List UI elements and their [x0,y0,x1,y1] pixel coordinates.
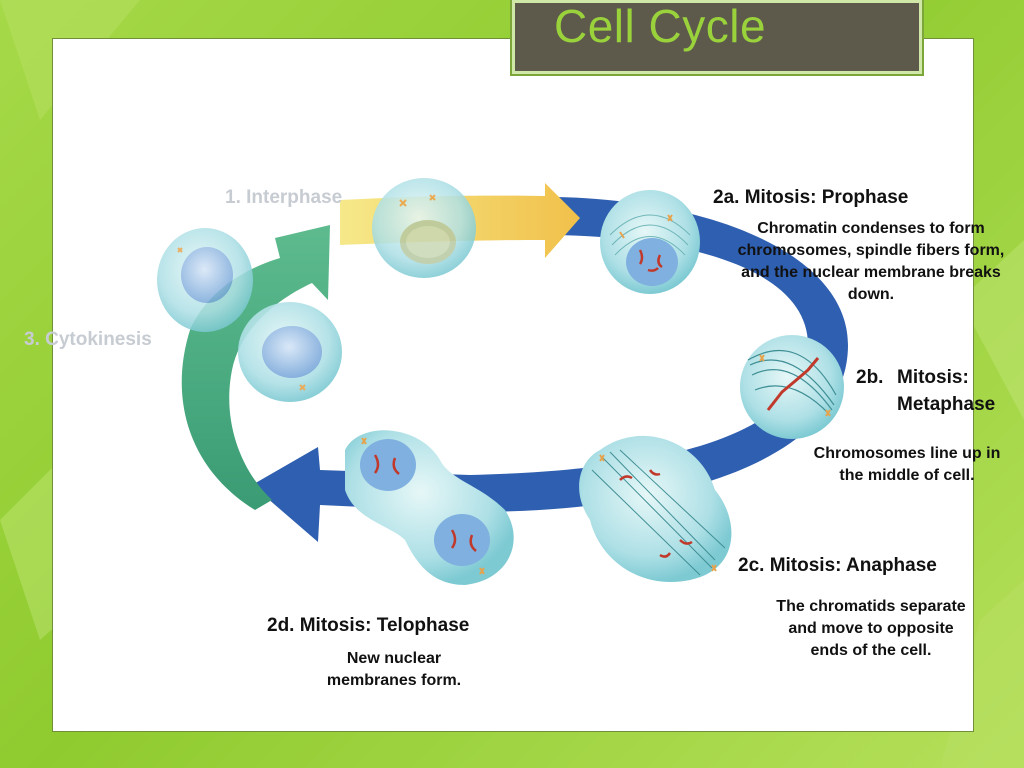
prophase-heading: 2a. Mitosis: Prophase [713,187,909,208]
metaphase-description: Chromosomes line up in the middle of cel… [813,445,1001,484]
telophase-cell [345,430,514,585]
telophase-heading: 2d. Mitosis: Telophase [267,615,470,636]
anaphase-cell [579,435,732,582]
title-box [510,0,924,76]
metaphase-heading-number: 2b. [856,367,884,388]
anaphase-heading: 2c. Mitosis: Anaphase [738,555,937,576]
metaphase-heading-line1: Mitosis: [897,367,969,388]
prophase-cell [600,190,700,294]
anaphase-description: The chromatids separate and move to oppo… [776,598,966,659]
interphase-cell-left [157,228,253,332]
interphase-cell-top [372,178,476,278]
metaphase-heading-line2: Metaphase [897,394,996,415]
cytokinesis-label: 3. Cytokinesis [24,329,152,350]
interphase-label: 1. Interphase [225,187,343,208]
telophase-description: New nuclear membranes form. [326,650,462,689]
blue-cycle-arrow [252,197,848,542]
metaphase-cell [740,335,844,439]
slide-title: Cell Cycle [554,0,767,52]
prophase-description: Chromatin condenses to form chromosomes,… [737,220,1005,303]
interphase-cell-lower [238,302,342,402]
